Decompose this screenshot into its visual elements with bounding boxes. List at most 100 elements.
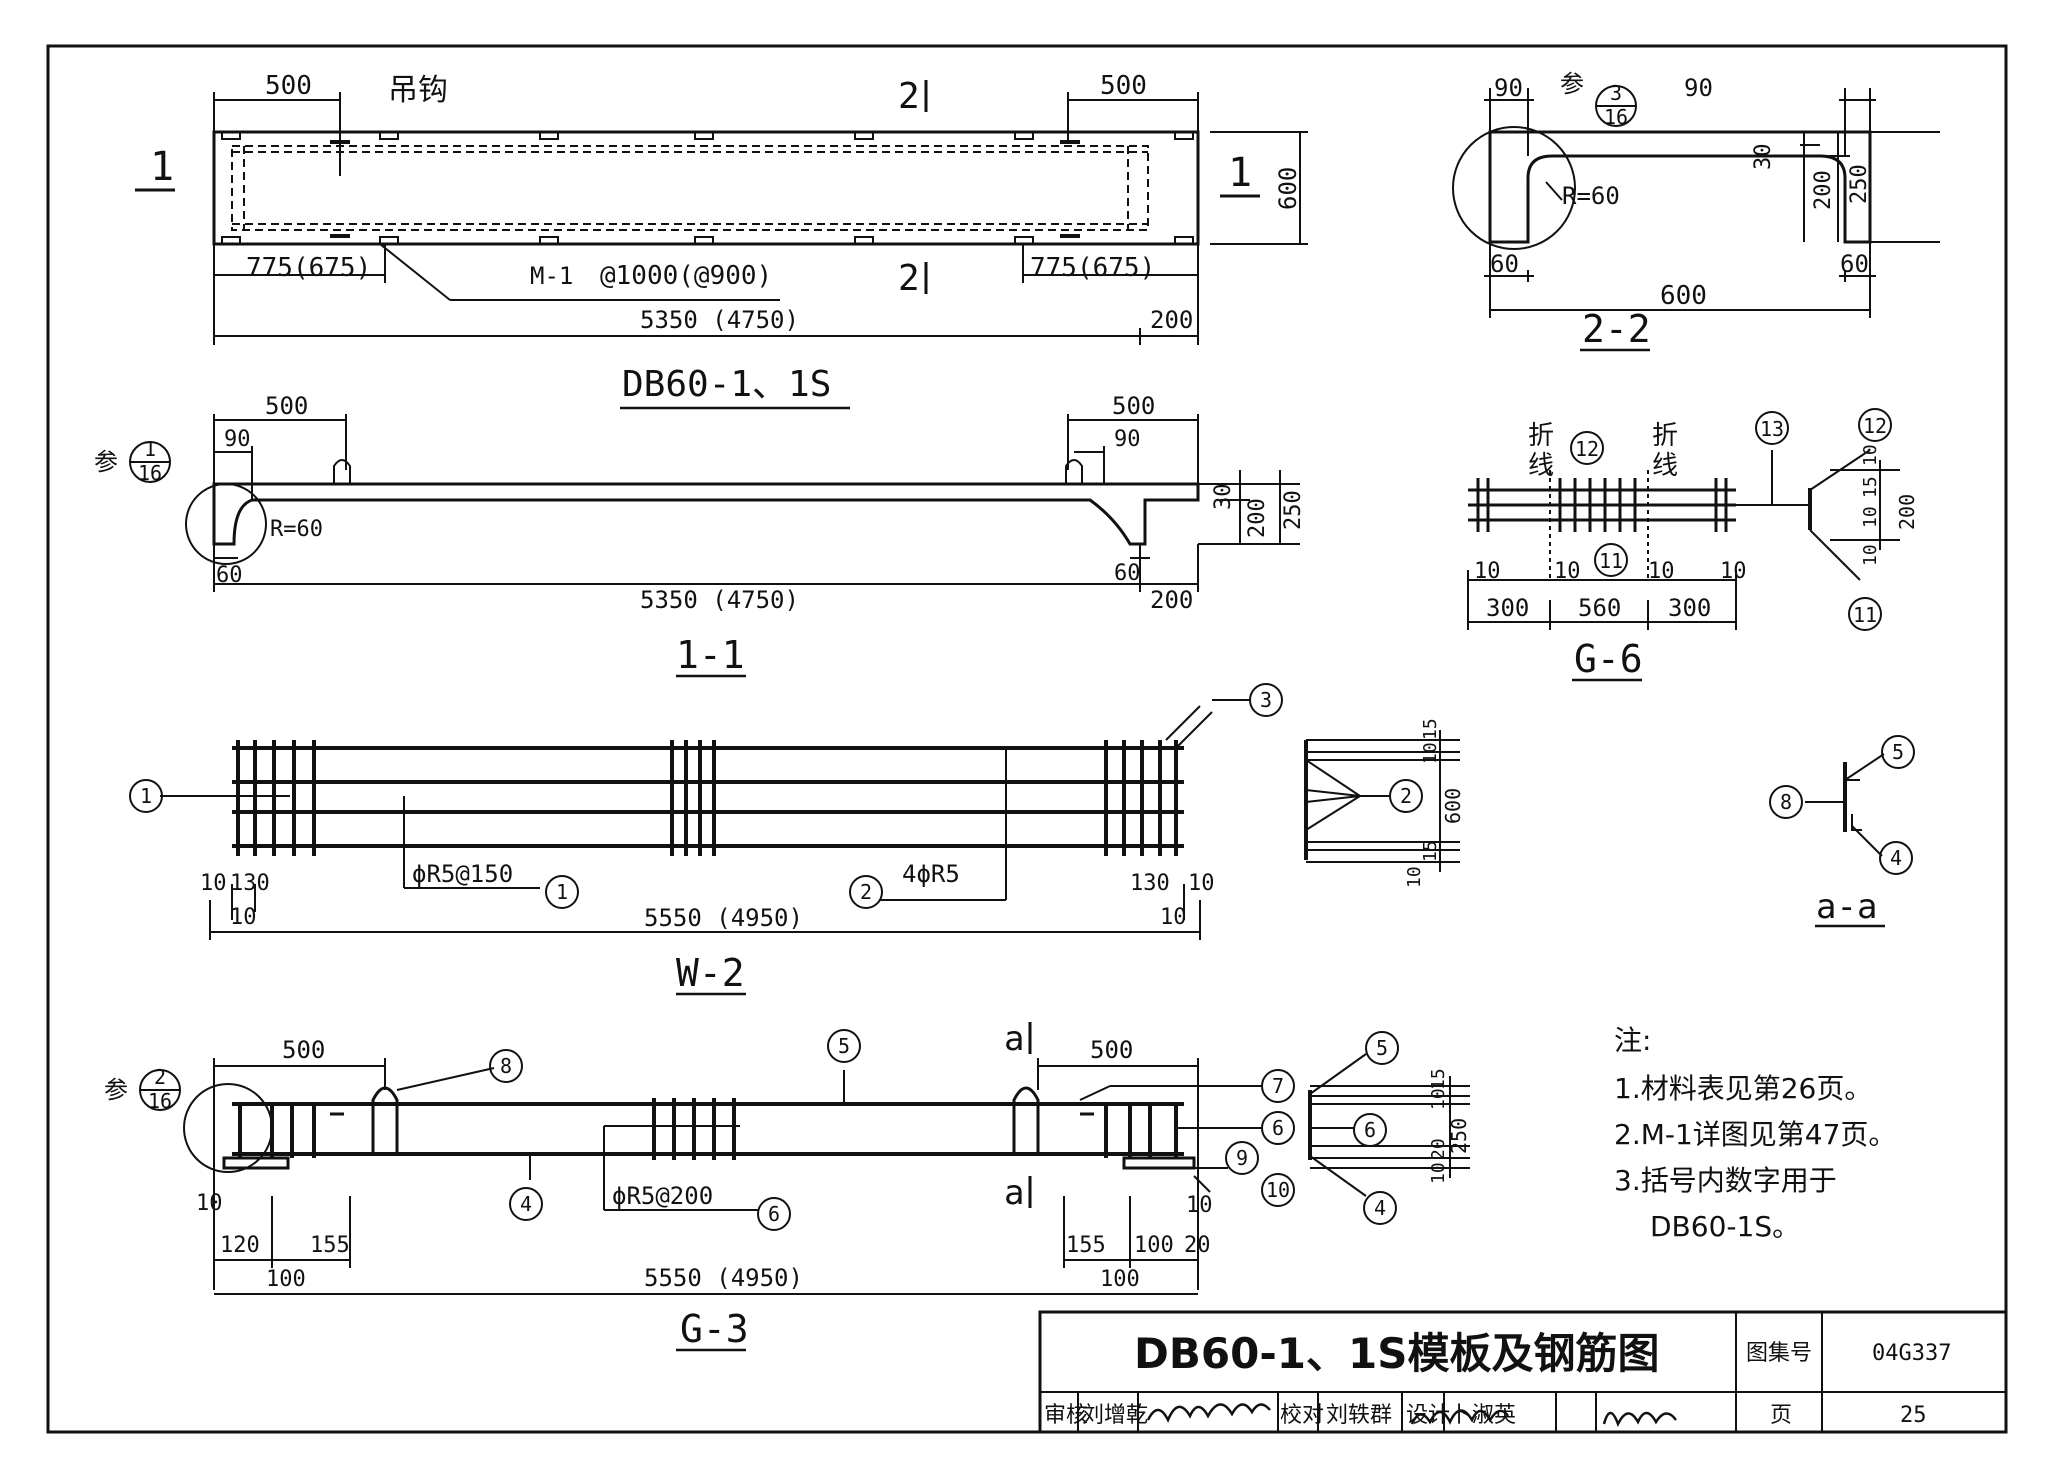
section-2-2 <box>1452 85 1940 352</box>
dim-text: 15 <box>1428 1068 1449 1090</box>
dim-text: 155 <box>310 1233 350 1258</box>
view-title-w2: W-2 <box>676 951 745 995</box>
section-mark-2: 2 <box>898 258 920 299</box>
dim-text: 10 <box>1860 544 1881 566</box>
dim-text: 10 <box>1404 866 1425 888</box>
callout-8: 8 <box>500 1054 512 1078</box>
callout-7: 7 <box>1272 1074 1284 1098</box>
dim-text: 500 <box>282 1036 325 1064</box>
dim-text: 10 <box>1420 742 1441 764</box>
callout-11: 11 <box>1599 549 1623 573</box>
callout-8: 8 <box>1780 790 1792 814</box>
g3-section <box>1308 1031 1470 1225</box>
dim-text: 130 <box>1130 871 1170 896</box>
view-title-aa: a-a <box>1816 887 1877 927</box>
review-label: 审核 <box>1044 1403 1088 1428</box>
page-label: 页 <box>1770 1403 1792 1428</box>
sec11-text: 参 1 16 500 500 90 90 R=60 60 60 30 200 2… <box>94 392 1306 677</box>
view-title-1-1: 1-1 <box>676 633 745 677</box>
dim-text: 500 <box>1112 392 1155 420</box>
dim-text: 155 <box>1066 1233 1106 1258</box>
spacing-label: @1000(@900) <box>600 261 772 291</box>
g6-detail <box>1467 408 1900 682</box>
dim-text: 10 <box>1648 559 1675 584</box>
check-label: 校对 <box>1280 1403 1324 1428</box>
dim-text: 15 <box>1860 476 1881 498</box>
title-block <box>1038 1310 2008 1434</box>
dim-text: 10 <box>1474 559 1501 584</box>
dim-text: 500 <box>1100 71 1147 101</box>
callout-10: 10 <box>1266 1178 1290 1202</box>
callout-9: 9 <box>1236 1146 1248 1170</box>
section-mark-1: 1 <box>150 144 174 190</box>
m1-label: M-1 <box>530 262 573 290</box>
callout-1: 1 <box>556 880 568 904</box>
dim-text: 300 <box>1486 594 1529 622</box>
dim-text: 90 <box>1114 427 1141 452</box>
dim-text: 600 <box>1441 788 1465 824</box>
dim-text: 10 <box>1860 444 1881 466</box>
view-title-g6: G-6 <box>1574 637 1643 681</box>
callout-5: 5 <box>838 1034 850 1058</box>
section-mark-2: 2 <box>898 76 920 117</box>
dim-text: 120 <box>220 1233 260 1258</box>
fold-label: 线 <box>1652 451 1678 481</box>
section-1-1 <box>129 414 1300 678</box>
length-label: 5550 (4950) <box>644 1264 803 1292</box>
dim-text: 600 <box>1660 281 1707 311</box>
callout-12: 12 <box>1863 414 1887 438</box>
dim-text: 30 <box>1211 484 1236 511</box>
bar-label: ϕR5@150 <box>412 860 513 888</box>
dim-text: 60 <box>216 563 243 588</box>
bar-label: 4ϕR5 <box>902 860 960 888</box>
dim-text: 30 <box>1751 144 1776 171</box>
length-label: 5550 (4950) <box>644 904 803 932</box>
w2-text: 1 1 2 3 ϕR5@150 4ϕR5 10 130 10 130 10 10… <box>140 688 1272 995</box>
sec22-text: 90 90 参 3 16 R=60 30 200 250 60 60 600 2… <box>1490 70 1872 351</box>
dim-text: 60 <box>1840 250 1869 278</box>
callout-2: 2 <box>860 880 872 904</box>
callout-11: 11 <box>1853 603 1877 627</box>
length-label: 5350 (4750) <box>640 306 799 334</box>
dim-text: 15 <box>1420 840 1441 862</box>
note-item: 2.M-1详图见第47页。 <box>1614 1118 1896 1151</box>
section-mark-a: a <box>1004 1019 1024 1059</box>
dim-text: 10 <box>1428 1088 1449 1110</box>
section-mark-1: 1 <box>1228 150 1252 196</box>
g3-cage <box>139 1022 1295 1352</box>
w2-section <box>1304 730 1460 872</box>
dim-text: 775(675) <box>1030 253 1155 283</box>
dim-text: 200 <box>1895 494 1919 530</box>
plan-text: 500 500 吊钩 1 1 2 2 600 775(675) 775(675)… <box>150 71 1302 405</box>
dim-text: 100 <box>266 1267 306 1292</box>
dim-text: 90 <box>224 427 251 452</box>
checker-name: 刘轶群 <box>1326 1403 1392 1428</box>
title-block-text: DB60-1、1S模板及钢筋图 图集号 04G337 页 25 审核 刘增乾 校… <box>1044 1329 1951 1428</box>
dim-text: 775(675) <box>246 253 371 283</box>
callout-6: 6 <box>768 1202 780 1226</box>
dim-text: 10 <box>230 905 257 930</box>
callout-4: 4 <box>520 1192 532 1216</box>
dim-text: 90 <box>1684 74 1713 102</box>
callout-2: 2 <box>1400 784 1412 808</box>
callout-12: 12 <box>1575 437 1599 461</box>
g3sec-text: 5 6 4 15 10 20 10 250 <box>1364 1036 1471 1220</box>
dim-text: 250 <box>1847 164 1872 204</box>
radius-label: R=60 <box>1562 182 1620 210</box>
page-number: 25 <box>1900 1403 1927 1428</box>
dim-text: 20 <box>1428 1138 1449 1160</box>
ref-label: 参 <box>104 1076 128 1104</box>
notes-heading: 注: <box>1614 1024 1651 1057</box>
ref-num: 2 <box>154 1065 166 1089</box>
plan-view <box>135 80 1308 410</box>
bar-label: ϕR5@200 <box>612 1182 713 1210</box>
designer-name: 卜淑英 <box>1450 1403 1516 1428</box>
atlas-number: 04G337 <box>1872 1341 1951 1366</box>
radius-label: R=60 <box>270 517 323 542</box>
view-title-plan: DB60-1、1S <box>622 364 831 405</box>
ref-den: 16 <box>138 461 162 485</box>
dim-text: 10 <box>1720 559 1747 584</box>
signatures <box>1146 1403 1678 1428</box>
callout-5: 5 <box>1376 1036 1388 1060</box>
